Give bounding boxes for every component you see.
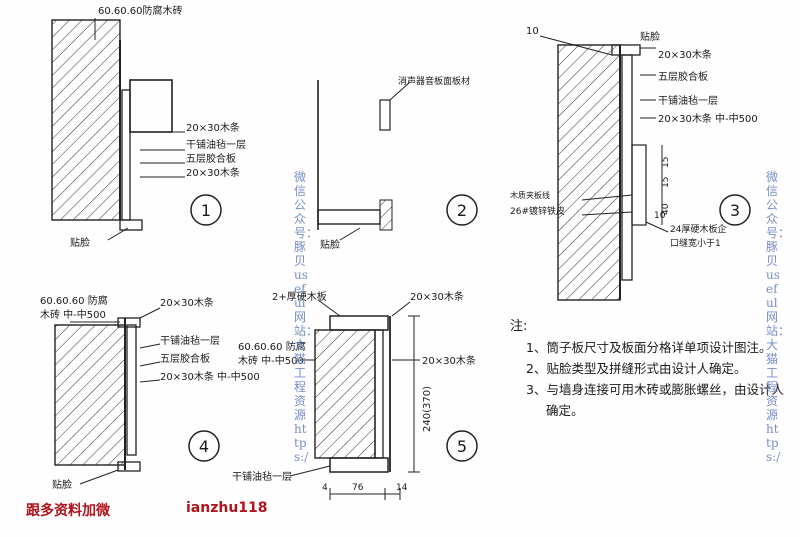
leader-line — [581, 211, 633, 216]
footer-right: ianzhu118 — [186, 500, 268, 516]
dimension-label: 15 — [661, 177, 671, 188]
dimension-label: 15 — [661, 157, 671, 168]
leader-line — [289, 465, 331, 477]
leader-line — [139, 307, 161, 319]
trim-strip — [611, 44, 641, 56]
door-frame — [129, 79, 173, 133]
detail-number: 2 — [457, 201, 467, 220]
note-item: 2、贴脸类型及拼缝形式由设计人确定。 — [526, 361, 747, 376]
detail-label: 贴脸 — [640, 30, 660, 43]
detail-label: 消声器音板面板材 — [398, 75, 470, 87]
detail-label: 木砖 中-中500 — [40, 308, 106, 321]
detail-2: 消声器音板面板材 贴脸 2 — [317, 75, 478, 251]
leader-line — [581, 194, 633, 201]
detail-number-circle — [446, 194, 478, 226]
detail-label: 20×30木条 — [160, 296, 214, 309]
wall-section — [54, 324, 126, 466]
detail-number-circle — [188, 430, 220, 462]
detail-label: 口缝宽小于1 — [670, 237, 721, 249]
leader-line — [139, 379, 161, 383]
panel-strip — [126, 324, 137, 456]
detail-5: 2+厚硬木板 20×30木条 60.60.60 防腐 木砖 中-中500 20×… — [232, 290, 478, 500]
wall-section — [51, 19, 121, 221]
detail-number: 1 — [201, 201, 211, 220]
leader-line — [645, 221, 669, 233]
detail-label: 60.60.60 防腐 — [238, 340, 306, 353]
dimension-label: 10 — [654, 211, 666, 221]
wall-section — [314, 329, 376, 459]
detail-label: 2+厚硬木板 — [272, 290, 327, 303]
detail-label: 24厚硬木板企 — [670, 223, 726, 235]
dimension-label: 40 — [661, 203, 671, 215]
trim-strip — [119, 219, 143, 231]
detail-label: 干铺油毡一层 — [160, 334, 220, 347]
leader-line — [317, 299, 341, 317]
watermark-right: 微信公众号：豚贝useful 网站：大猫工程资源 https:/ — [766, 170, 791, 464]
detail-label: 60.60.60防腐木砖 — [98, 4, 183, 17]
panel-head — [329, 315, 389, 331]
notes-block: 注: 1、筒子板尺寸及板面分格详单项设计图注。 2、贴脸类型及拼缝形式由设计人确… — [510, 316, 790, 421]
panel-strip — [374, 329, 384, 459]
detail-label: 木砖 中-中500 — [238, 354, 304, 367]
leader-line — [539, 35, 613, 56]
detail-label: 20×30木条 — [658, 48, 712, 61]
joint-detail — [631, 144, 647, 226]
detail-label: 20×30木条 — [422, 354, 476, 367]
detail-label: 20×30木条 中-中500 — [658, 112, 758, 125]
detail-label: 贴脸 — [320, 238, 340, 251]
detail-4: 60.60.60 防腐 木砖 中-中500 20×30木条 干铺油毡一层 五层胶… — [40, 294, 260, 491]
leader-line — [389, 81, 411, 101]
dimension-label: 240(370) — [422, 386, 433, 432]
leader-line — [79, 469, 119, 485]
note-item: 3、与墙身连接可用木砖或膨胀螺丝，由设计人确定。 — [526, 382, 784, 418]
watermark-mid: 微信公众号：豚贝useful 网站：大猫工程资源 https:/ — [294, 170, 319, 464]
dimension-label: 76 — [352, 483, 364, 493]
detail-label: 干铺油毡一层 — [658, 94, 718, 107]
detail-label: 20×30木条 — [186, 121, 240, 134]
footer-left: 跟多资料加微 — [26, 503, 110, 519]
detail-number-circle — [719, 194, 751, 226]
notes-title: 注: — [510, 319, 528, 334]
detail-label: 干铺油毡一层 — [186, 138, 246, 151]
leader-line — [139, 343, 161, 349]
detail-label: 贴脸 — [52, 478, 72, 491]
detail-number: 4 — [199, 437, 209, 456]
detail-number-circle — [446, 430, 478, 462]
trim-strip — [117, 461, 141, 472]
leader-line — [107, 227, 129, 241]
dimension-label: 14 — [396, 483, 408, 493]
batten-strip — [121, 89, 131, 221]
detail-label: 干铺油毡一层 — [232, 470, 292, 483]
detail-1: 60.60.60防腐木砖 20×30木条 干铺油毡一层 五层胶合板 20×30木… — [51, 4, 246, 249]
panel-foot — [329, 457, 389, 473]
detail-label: 五层胶合板 — [160, 352, 210, 365]
note-item: 1、筒子板尺寸及板面分格详单项设计图注。 — [526, 340, 772, 355]
detail-label: 20×30木条 中-中500 — [160, 370, 260, 383]
detail-number: 5 — [457, 437, 467, 456]
panel-section — [317, 209, 381, 225]
detail-label: 20×30木条 — [410, 290, 464, 303]
detail-number-circle — [190, 194, 222, 226]
leader-line — [139, 361, 161, 367]
leader-line — [339, 227, 361, 241]
detail-label: 五层胶合板 — [658, 70, 708, 83]
wall-section — [557, 44, 621, 301]
detail-label: 26#镀锌铁皮 — [510, 205, 565, 217]
detail-label: 木质夹板线 — [510, 190, 550, 200]
panel-strip — [621, 54, 633, 281]
detail-number: 3 — [730, 201, 740, 220]
detail-label: 20×30木条 — [186, 166, 240, 179]
wall-section — [379, 199, 393, 231]
leader-line — [391, 301, 411, 317]
panel-edge — [379, 99, 391, 131]
detail-label: 60.60.60 防腐 — [40, 294, 108, 307]
detail-label: 贴脸 — [70, 236, 90, 249]
detail-label: 10 — [526, 26, 539, 37]
detail-3: 10 贴脸 20×30木条 五层胶合板 干铺油毡一层 20×30木条 中-中50… — [510, 26, 758, 301]
dimension-label: 4 — [322, 483, 328, 493]
detail-label: 五层胶合板 — [186, 152, 236, 165]
